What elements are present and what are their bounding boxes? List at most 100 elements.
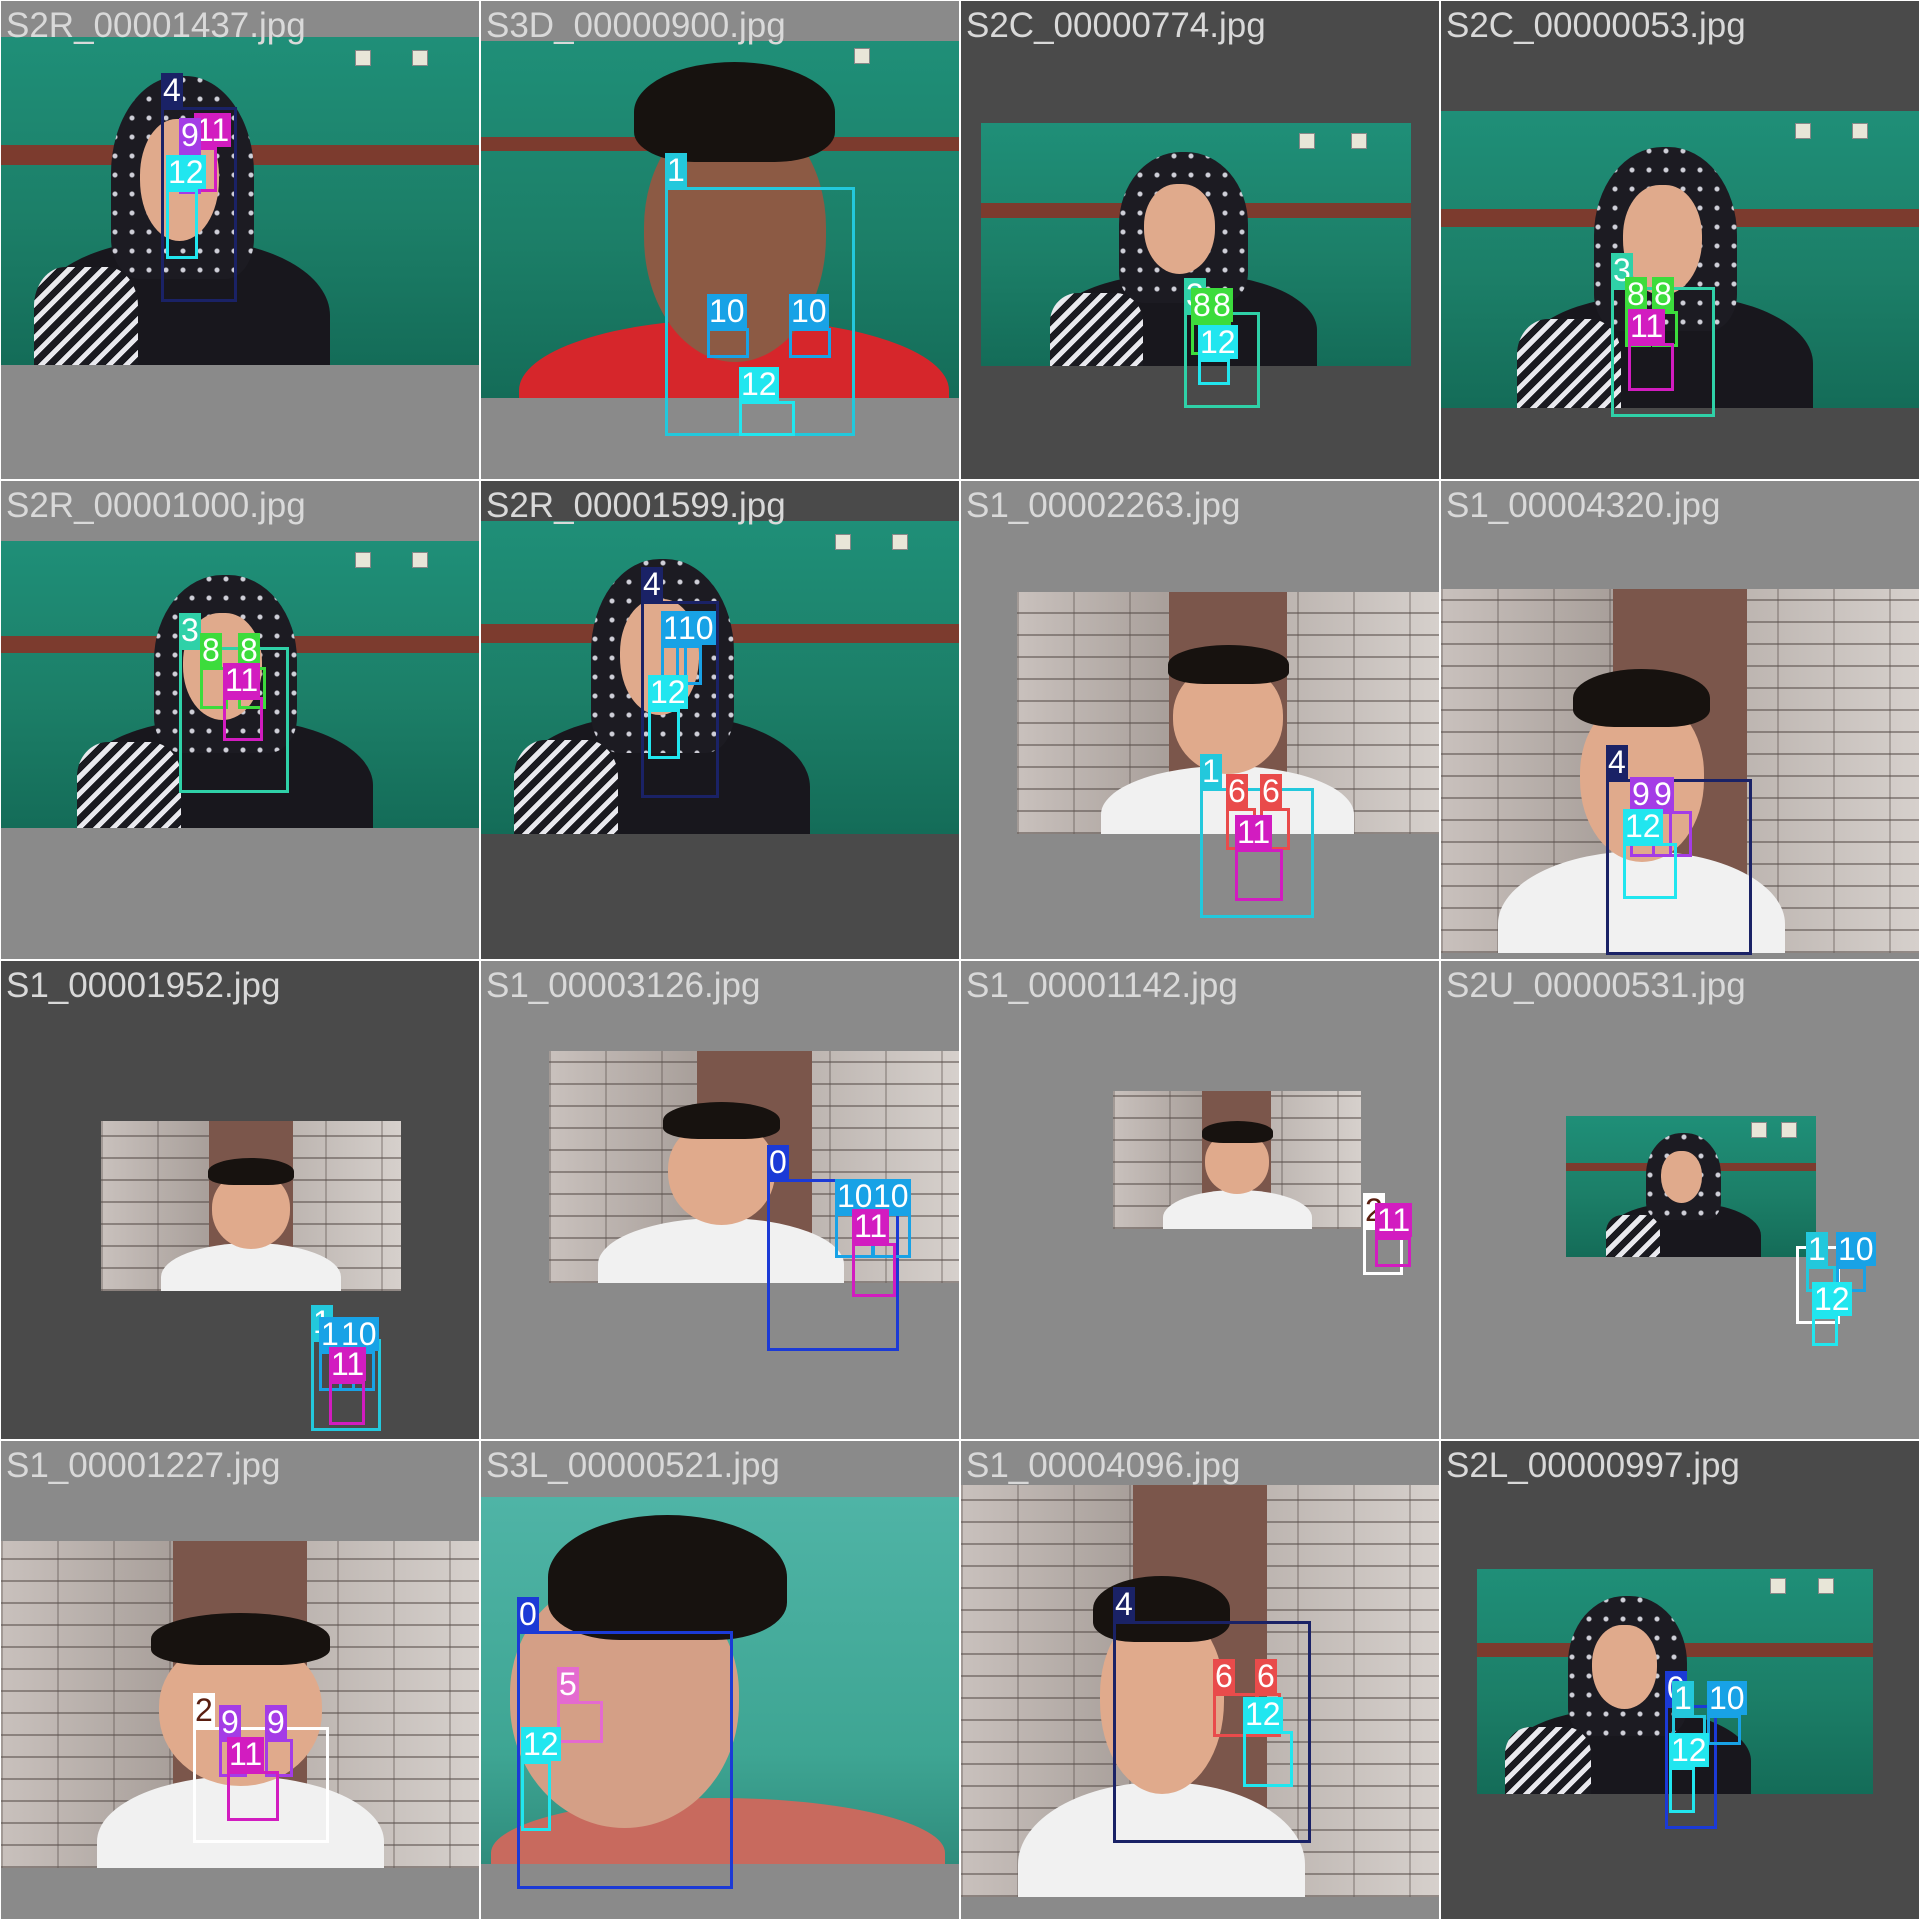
class-label: 11 [852,1208,890,1244]
file-name-label: S2C_00000774.jpg [966,6,1266,45]
file-name-label: S1_00001952.jpg [6,966,281,1005]
class-label: 10 [676,610,716,646]
shawl-pattern [1517,319,1621,408]
bounding-box [641,601,719,798]
photo [1441,111,1919,408]
bounding-box [223,697,263,741]
class-label: 8 [200,632,222,668]
class-label: 12 [1812,1281,1852,1317]
bounding-box [1235,849,1283,901]
file-name-label: S3L_00000521.jpg [486,1446,780,1485]
class-label: 8 [1625,276,1647,312]
bounding-box [179,647,289,793]
photo [1,1541,479,1868]
bounding-box [1243,1731,1293,1787]
class-label: 1 [1806,1231,1828,1267]
bounding-box [767,1179,899,1351]
image-tile[interactable]: S1_00001952.jpg1101011 [1,961,479,1439]
class-label: 12 [521,1726,561,1762]
class-label: 4 [161,72,183,108]
white-shirt [161,1243,341,1291]
class-label: 12 [166,154,206,190]
file-name-label: S1_00001142.jpg [966,966,1238,1005]
class-label: 11 [1628,308,1666,344]
bounding-box [707,328,749,358]
hair [208,1158,294,1185]
bounding-box [1375,1237,1411,1267]
image-tile[interactable]: S2L_00000997.jpg011012 [1441,1441,1919,1919]
class-label: 10 [339,1316,379,1352]
image-tile[interactable]: S3D_00000900.jpg 1 10 10 12 [481,1,959,479]
bounding-box [227,1771,279,1821]
class-label: 11 [1375,1202,1413,1238]
class-label: 0 [517,1596,539,1632]
bounding-box [517,1631,733,1889]
class-label: 8 [1191,287,1213,323]
class-label: 12 [1198,324,1238,360]
bounding-box [193,1727,329,1843]
class-label: 12 [1623,808,1663,844]
class-label: 10 [871,1178,911,1214]
file-name-label: S2L_00000997.jpg [1446,1446,1740,1485]
class-label: 12 [739,366,779,402]
wall-socket [355,552,371,568]
class-label: 11 [227,1736,265,1772]
wall-socket [1795,123,1811,139]
hair [1168,645,1289,684]
bounding-box [557,1701,603,1743]
bounding-box [161,107,237,302]
photo [481,41,959,398]
face [1623,185,1702,295]
class-label: 8 [238,632,260,668]
face [1592,1625,1657,1709]
wall-socket [835,534,851,550]
photo [961,1485,1439,1897]
hair [1202,1121,1273,1143]
bounding-box [852,1243,896,1297]
image-tile[interactable]: S2C_00000774.jpg38812 [961,1,1439,479]
class-label: 3 [179,612,201,648]
wall-socket [1751,1122,1767,1138]
wall-socket [1770,1578,1786,1594]
shawl-pattern [514,740,618,834]
bounding-box [1198,359,1230,385]
class-label: 10 [1836,1231,1876,1267]
bounding-box [1707,1715,1741,1745]
wall-socket [1852,123,1868,139]
bounding-box [1200,788,1314,918]
class-label: 6 [1226,773,1248,809]
class-label: 10 [1707,1680,1747,1716]
shawl-pattern [1505,1727,1591,1794]
image-tile[interactable]: S2R_00001599.jpg4101012 [481,481,959,959]
face [1144,184,1215,274]
wall-socket [1351,133,1367,149]
class-label: 6 [1260,773,1282,809]
file-name-label: S3D_00000900.jpg [486,6,786,45]
file-name-label: S1_00002263.jpg [966,486,1241,525]
bounding-box [1669,1767,1695,1813]
shawl-pattern [34,267,138,365]
bounding-box [265,1739,293,1777]
class-label: 1 [665,152,687,188]
wall-socket [892,534,908,550]
file-name-label: S2C_00000053.jpg [1446,6,1746,45]
class-label: 10 [789,293,829,329]
bounding-box [789,328,831,358]
class-label: 5 [557,1666,579,1702]
class-label: 10 [707,293,747,329]
class-label: 6 [1213,1658,1235,1694]
photo [1113,1091,1361,1229]
class-label: 2 [193,1692,215,1728]
